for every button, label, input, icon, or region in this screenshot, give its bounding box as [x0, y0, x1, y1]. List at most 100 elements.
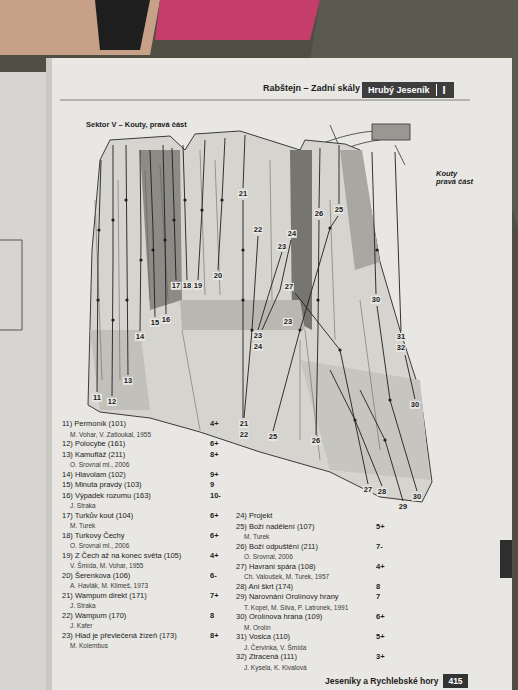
callout-number: 21 — [238, 190, 248, 198]
route-grade: 10- — [210, 492, 221, 500]
callout-number: 17 — [171, 282, 181, 290]
route-name: 19) Z Čech až na konec světa (105) — [62, 552, 181, 560]
route-author: Ch. Valoušek, M. Turek, 1957 — [244, 573, 329, 580]
callout-number: 32 — [396, 344, 406, 352]
route-name: 15) Minuta pravdy (103) — [62, 481, 142, 489]
route-name: 28) Ani škrt (174) — [236, 583, 293, 591]
route-author: J. Straka — [70, 602, 96, 609]
route-author: M. Orolín — [244, 624, 271, 631]
callout-number: 31 — [396, 333, 406, 341]
callout-number: 14 — [135, 333, 145, 341]
route-name: 29) Narovnání Orolínovy hrany — [236, 593, 339, 601]
page-heading: Rabštejn – Zadní skály — [263, 84, 360, 94]
route-name: 14) Hlavolam (102) — [62, 471, 126, 479]
route-name: 12) Polocybe (161) — [62, 440, 125, 448]
route-name: 24) Projekt — [236, 512, 272, 520]
band-label: Hrubý Jeseník — [362, 85, 436, 95]
route-author: M. Turek — [244, 533, 269, 540]
callout-number: 27 — [363, 486, 373, 494]
footer-band: Jeseníky a Rychlebské hory415 — [320, 674, 470, 688]
callout-number: 15 — [150, 319, 160, 327]
route-author: J. Červinka, V. Šmída — [244, 644, 306, 651]
route-author: A. Havlák, M. Klimeš, 1973 — [70, 582, 148, 589]
route-grade: 6+ — [210, 512, 219, 520]
callout-number: 29 — [398, 503, 408, 511]
callout-number: 27 — [284, 283, 294, 291]
callout-number: 11 — [92, 394, 102, 402]
route-author: M. Kolembus — [70, 642, 108, 649]
callout-number: 25 — [334, 206, 344, 214]
route-grade: 7+ — [210, 592, 219, 600]
route-author: O. Srovnal, 2006 — [244, 553, 293, 560]
route-name: 16) Výpadek rozumu (163) — [62, 492, 151, 500]
callout-number: 16 — [161, 316, 171, 324]
route-name: 31) Vosica (110) — [236, 633, 290, 641]
route-grade: 6+ — [376, 613, 385, 621]
route-grade: 7- — [376, 543, 383, 551]
callout-number: 22 — [253, 226, 263, 234]
route-grade: 6+ — [210, 532, 219, 540]
band-tag: I — [436, 84, 452, 96]
callout-number: 23 — [277, 243, 287, 251]
callout-number: 28 — [377, 488, 387, 496]
callout-number: 30 — [371, 296, 381, 304]
callout-number: 24 — [287, 230, 297, 238]
route-grade: 5+ — [376, 523, 385, 531]
route-grade: 8 — [210, 612, 214, 620]
route-author: M. Vohar, V. Zatloukal, 1955 — [70, 431, 151, 438]
callout-number: 19 — [193, 282, 203, 290]
route-name: 17) Turkův kout (104) — [62, 512, 133, 520]
route-name: 25) Boží nadělení (107) — [236, 523, 314, 531]
callout-number: 26 — [311, 437, 321, 445]
callout-number: 30 — [412, 493, 422, 501]
route-grade: 4+ — [376, 563, 385, 571]
chapter-band: Hrubý JeseníkI — [362, 82, 454, 98]
route-grade: 6+ — [210, 440, 219, 448]
route-lines — [97, 135, 417, 501]
route-name: 23) Hlad je převlečená žízeň (173) — [62, 632, 177, 640]
callout-number: 13 — [123, 377, 133, 385]
sector-heading: Sektor V – Kouty, pravá část — [86, 121, 187, 129]
route-name: 27) Havraní spára (108) — [236, 563, 316, 571]
route-author: T. Kopel, M. Silva, P. Latronek, 1991 — [244, 604, 348, 611]
callout-number: 24 — [253, 343, 263, 351]
route-grade: 4+ — [210, 420, 219, 428]
route-grade: 8 — [376, 583, 380, 591]
band-label: Jeseníky a Rychlebské hory — [320, 676, 443, 686]
route-name: 22) Wampum (170) — [62, 612, 126, 620]
route-author: O. Srovnal ml., 2006 — [70, 542, 129, 549]
inset-label: Kouty pravá část — [436, 170, 478, 187]
route-grade: 6- — [210, 572, 217, 580]
route-name: 30) Orolínova hrana (109) — [236, 613, 322, 621]
route-author: J. Kafer — [70, 622, 92, 629]
route-grade: 3+ — [376, 653, 385, 661]
route-grade: 8+ — [210, 451, 219, 459]
callout-number: 26 — [314, 210, 324, 218]
route-author: M. Turek — [70, 522, 95, 529]
route-grade: 4+ — [210, 552, 219, 560]
route-name: 20) Šerenkova (106) — [62, 572, 130, 580]
route-grade: 7 — [376, 593, 380, 601]
route-name: 11) Permoník (101) — [62, 420, 126, 428]
route-name: 26) Boží odpuštění (211) — [236, 543, 318, 551]
bolt-dots — [96, 198, 391, 441]
route-name: 18) Turkovy Čechy — [62, 532, 125, 540]
route-name: 32) Ztracená (111) — [236, 653, 297, 661]
route-name: 21) Wampum direkt (171) — [62, 592, 147, 600]
callout-number: 25 — [268, 433, 278, 441]
route-author: J. Kysela, K. Kivalová — [244, 664, 307, 671]
route-author: V. Šmída, M. Vohar, 1955 — [70, 562, 143, 569]
callout-number: 23 — [253, 332, 263, 340]
route-author: O. Srovnal ml., 2006 — [70, 461, 129, 468]
callout-number: 12 — [107, 398, 117, 406]
callout-number: 21 — [239, 420, 249, 428]
route-grade: 9 — [210, 481, 214, 489]
route-grade: 8+ — [210, 632, 219, 640]
route-grade: 9+ — [210, 471, 219, 479]
route-grade: 5+ — [376, 633, 385, 641]
callout-number: 23 — [283, 318, 293, 326]
crag-illustration — [88, 131, 432, 502]
callout-number: 20 — [213, 272, 223, 280]
route-name: 13) Kamufláž (211) — [62, 451, 125, 459]
callout-number: 18 — [182, 282, 192, 290]
